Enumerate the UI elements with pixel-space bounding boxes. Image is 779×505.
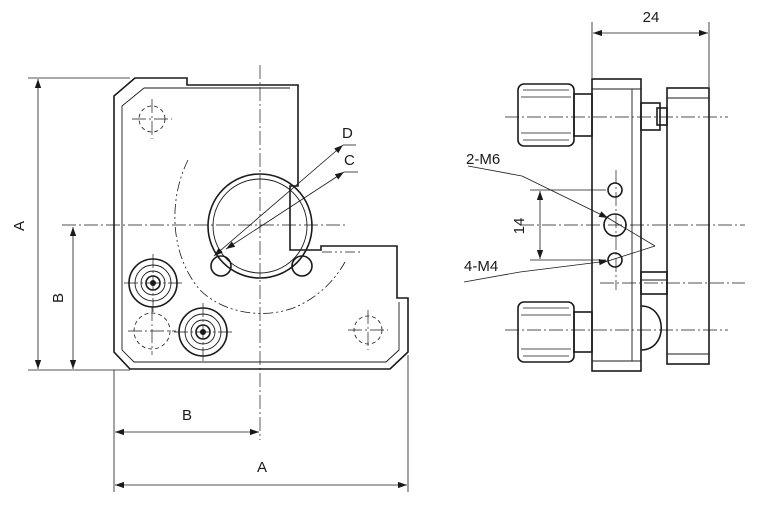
label-front-height: A <box>11 221 28 231</box>
label-bottom-width: A <box>257 459 267 476</box>
front-view: D C A B B A <box>11 65 409 492</box>
side-rear-plate <box>666 87 710 365</box>
side-knob-lower <box>517 301 593 363</box>
adjust-screw-upper <box>124 254 182 312</box>
label-side-pitch: 14 <box>511 218 528 235</box>
leader-bore-outer <box>213 144 344 257</box>
side-upper-pin <box>640 102 661 131</box>
label-side-holes-m6: 2-M6 <box>466 151 500 168</box>
leader-bore-inner <box>225 171 345 250</box>
side-upper-pin-tip <box>656 107 668 126</box>
label-front-inner-height: B <box>50 293 67 303</box>
leader-m4 <box>519 258 609 273</box>
leader-m4-shelf <box>463 271 521 283</box>
front-body-outline <box>113 77 409 370</box>
label-side-holes-m4: 4-M4 <box>464 258 498 275</box>
label-bottom-inner-width: B <box>182 407 192 424</box>
label-side-thickness: 24 <box>643 9 660 26</box>
label-bore-inner: C <box>344 152 355 169</box>
bore-side-hole-right <box>291 255 313 277</box>
side-hole-m4-top <box>607 182 623 198</box>
leader-m6 <box>521 175 609 219</box>
side-view: 24 14 2-M6 4-M4 <box>463 9 745 372</box>
label-bore-outer: D <box>342 125 353 142</box>
side-ball <box>640 305 663 351</box>
side-knob-upper <box>517 83 593 147</box>
leader-m6-ext <box>607 217 656 247</box>
bore-side-hole-left <box>210 255 232 277</box>
side-hole-m6 <box>603 213 627 237</box>
adjust-screw-lower <box>174 303 232 361</box>
front-body-chamfer <box>121 87 400 363</box>
side-hole-m4-bottom <box>607 252 623 268</box>
leader-m4-ext <box>607 245 656 262</box>
leader-m6-shelf <box>467 165 523 177</box>
